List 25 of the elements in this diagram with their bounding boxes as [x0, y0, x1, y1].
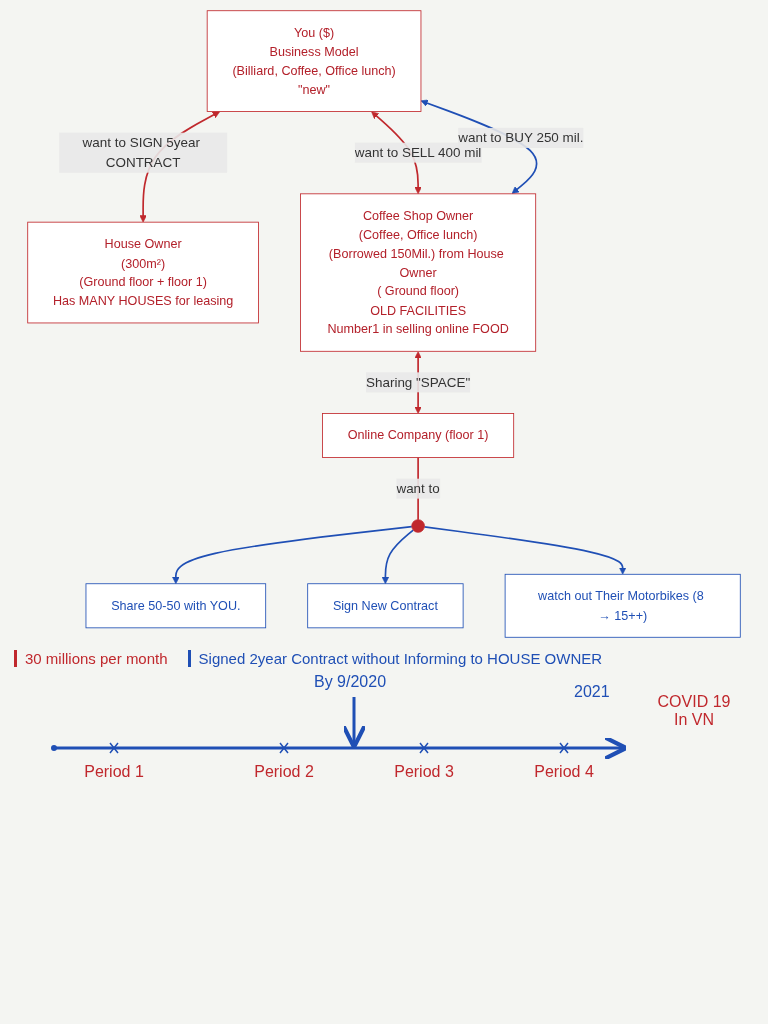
note: 30 millions per month — [14, 650, 168, 667]
node-circle — [411, 519, 425, 533]
arrow — [172, 525, 413, 585]
edge-label: Sharing "SPACE" — [366, 374, 471, 390]
period-label: Period 2 — [254, 763, 314, 781]
edge-label: want to BUY 250 mil. — [458, 130, 584, 145]
arrow — [381, 529, 415, 585]
period-label: Period 3 — [394, 763, 454, 781]
node-box: House Owner (300m²) (Ground floor + floor 1) Has MANY HOUSES for leasing — [27, 221, 259, 324]
node-box: watch out Their Motorbikes (8 → 15++) — [504, 573, 741, 638]
arrow — [423, 526, 627, 575]
node-box: Online Company (floor 1) — [322, 413, 515, 458]
edge-label: want to — [396, 481, 440, 496]
edge-label: want to SIGN 5year CONTRACT — [82, 135, 200, 170]
note: COVID 19 In VN — [656, 693, 732, 729]
node-box: Share 50-50 with YOU. — [85, 583, 267, 629]
note: Signed 2year Contract without Informing to HOUSE OWNER — [187, 650, 603, 667]
node-box: Coffee Shop Owner (Coffee, Office lunch) (Borrowed 150Mil.) from House Owner ( Ground floor) OLD FACILITIES Number1 in selling online FOOD — [300, 193, 537, 352]
node-box: Sign New Contract — [307, 583, 464, 629]
period-label: Period 1 — [84, 763, 144, 781]
node-box: You ($) Business Model (Billiard, Coffee, Office lunch) "new" — [206, 10, 422, 112]
period-label: Period 4 — [534, 763, 594, 781]
note: By 9/2020 — [314, 673, 387, 691]
note: 2021 — [574, 683, 610, 701]
edge-label: want to SELL 400 mil — [354, 145, 482, 160]
